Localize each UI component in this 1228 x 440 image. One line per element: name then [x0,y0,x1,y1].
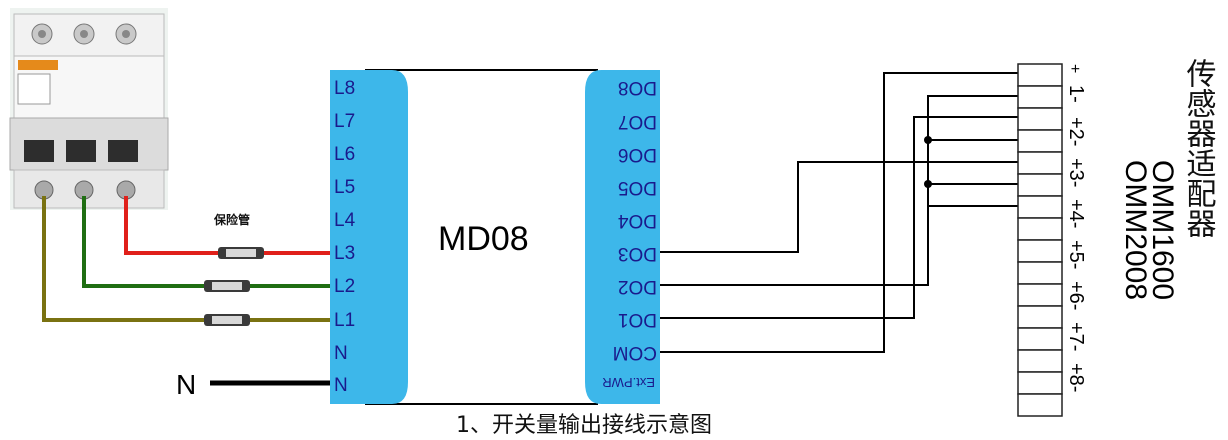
sensor-adapter-connector [1017,63,1063,417]
fuse-label: 保险管 [213,212,250,227]
left-terminal-block [330,70,408,404]
connector-pin-labels: + 1- +2- +3- +4- +5- +6- +7- +8- [1065,64,1087,392]
terminal-do5: DO5 [618,177,657,198]
connector-pin-2: +2- [1065,117,1087,146]
sensor-model-omm2008: OMM2008 [1119,160,1152,300]
wire-green-l2 [82,196,336,288]
right-terminal-block [585,70,660,404]
junction-dot-1 [924,136,932,144]
md08-module: MD08 [330,69,660,405]
connector-pin-3: +3- [1065,158,1087,187]
wire-do2 [660,95,1018,286]
terminal-l5: L5 [334,177,355,198]
terminal-com: COM [613,342,657,363]
connector-pin-7: +7- [1065,322,1087,351]
circuit-breaker-image [9,8,169,210]
connector-pin-4: +4- [1065,199,1087,228]
terminal-l2: L2 [334,276,355,297]
fuse-l2 [204,280,250,292]
terminal-do4: DO4 [618,210,658,231]
terminal-do6: DO6 [618,144,657,165]
sensor-model-omm1600: OMM1600 [1146,160,1179,300]
terminal-l1: L1 [334,310,355,331]
sensor-adapter-label: 传感器适配器 [1181,58,1217,238]
right-terminal-labels: DO8 DO7 DO6 DO5 DO4 DO3 DO2 DO1 COM Ext.… [602,77,657,390]
wire-do3 [660,161,1018,253]
left-terminal-labels: L8 L7 L6 L5 L4 L3 L2 L1 N N [334,78,356,396]
terminal-l3: L3 [334,243,355,264]
connector-pin-6: +6- [1065,281,1087,310]
connector-plus-label: + [1066,64,1083,73]
module-name: MD08 [438,220,529,258]
fuse-l1 [204,314,250,326]
neutral-label: N [176,369,196,400]
diagram-caption: 1、开关量输出接线示意图 [456,413,712,438]
connector-pin-5: +5- [1065,240,1087,269]
output-wiring [660,72,1018,353]
terminal-do3: DO3 [618,243,657,264]
terminal-n-upper: N [334,343,348,364]
wire-com [660,72,1018,353]
terminal-do1: DO1 [618,309,657,330]
wire-olive-l1 [42,196,336,322]
terminal-do2: DO2 [618,276,657,297]
terminal-l6: L6 [334,144,355,165]
terminal-l8: L8 [334,78,355,99]
connector-pin-8: +8- [1065,363,1087,392]
terminal-do8: DO8 [618,77,657,98]
terminal-do7: DO7 [618,111,657,132]
wire-red-l3 [124,196,336,255]
terminal-l7: L7 [334,111,355,132]
terminal-ext-pwr: Ext.PWR [602,375,655,390]
wire-do1 [660,116,1018,319]
fuse-l3 [218,247,264,259]
junction-dot-2 [924,180,932,188]
terminal-n-lower: N [334,375,348,396]
terminal-l4: L4 [334,210,356,231]
connector-pin-1: 1- [1065,85,1087,103]
